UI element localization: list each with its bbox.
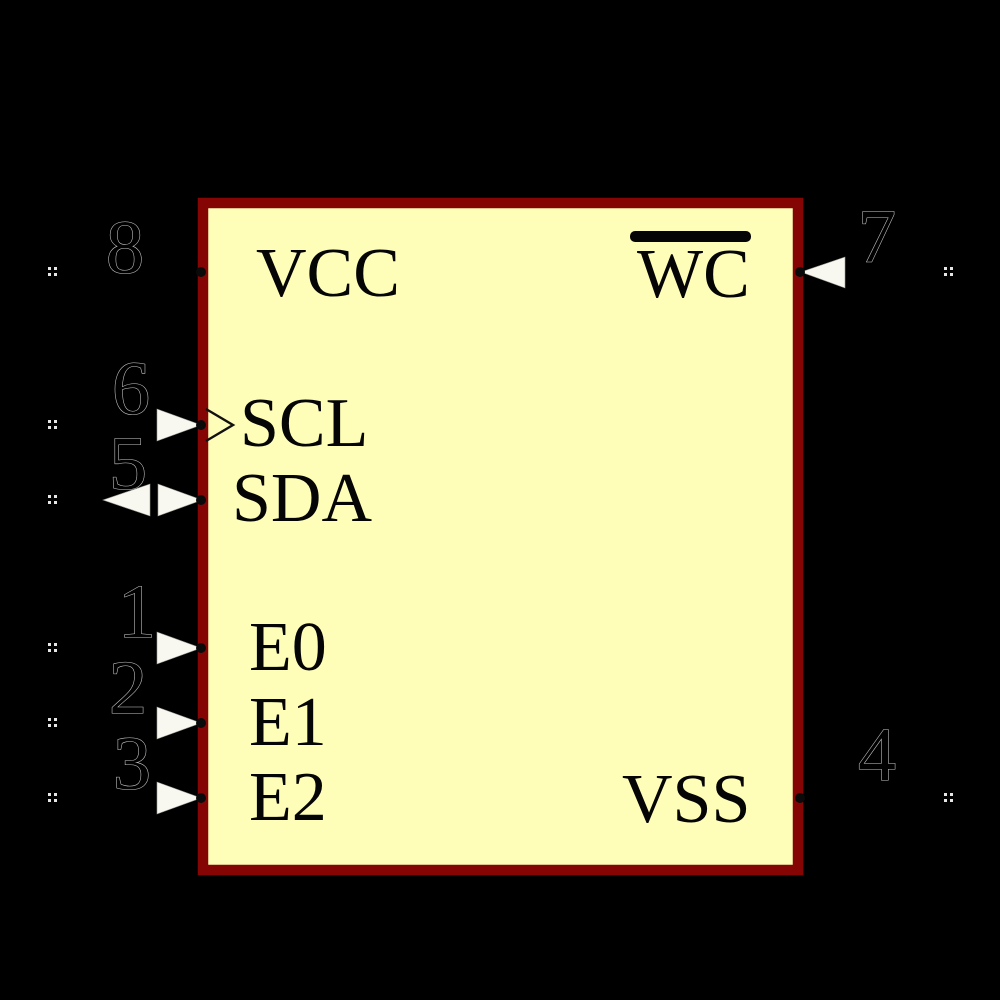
input-arrow-icon[interactable]	[156, 706, 202, 740]
pin-label-vss: VSS	[622, 761, 750, 838]
pin-end-marker-icon	[48, 793, 57, 802]
pin-connection-dot[interactable]	[196, 718, 206, 728]
pin-2-e1: 2 E1	[48, 645, 327, 761]
bidirectional-arrow-left-icon[interactable]	[102, 483, 151, 517]
pin-number-6: 6	[112, 347, 150, 431]
bidirectional-arrow-right-icon[interactable]	[157, 483, 203, 517]
input-arrow-icon[interactable]	[156, 781, 202, 815]
input-arrow-icon[interactable]	[156, 408, 202, 442]
pin-connection-dot[interactable]	[196, 793, 206, 803]
pin-connection-dot[interactable]	[196, 643, 206, 653]
pin-number-1: 1	[118, 570, 156, 654]
pin-number-7: 7	[858, 195, 896, 279]
pin-4-vss: 4 VSS	[622, 712, 953, 838]
pin-3-e2: 3 E2	[48, 721, 327, 836]
pin-label-e0: E0	[249, 609, 327, 686]
pin-label-e2: E2	[249, 759, 327, 836]
pin-end-marker-icon	[48, 718, 57, 727]
ic-body[interactable]	[197, 197, 804, 876]
pin-label-e1: E1	[249, 684, 327, 761]
pin-number-2: 2	[109, 646, 147, 730]
input-arrow-icon[interactable]	[800, 256, 846, 289]
pin-5-sda: 5 SDA	[48, 421, 372, 537]
pin-6-scl: 6 SCL	[48, 346, 368, 462]
pin-connection-dot[interactable]	[196, 420, 206, 430]
pin-connection-dot[interactable]	[196, 267, 206, 277]
pin-end-marker-icon	[944, 267, 953, 276]
pin-label-scl: SCL	[240, 385, 368, 462]
pin-end-marker-icon	[48, 420, 57, 429]
clock-chevron-icon	[205, 407, 236, 443]
pin-number-4: 4	[858, 713, 896, 797]
input-arrow-icon[interactable]	[156, 631, 202, 665]
pin-8-vcc: 8 VCC	[48, 205, 400, 312]
pin-label-sda: SDA	[232, 460, 372, 537]
pin-connection-dot[interactable]	[795, 267, 805, 277]
pin-end-marker-icon	[48, 495, 57, 504]
pin-label-wc: WC	[637, 236, 750, 313]
pin-connection-dot[interactable]	[196, 495, 206, 505]
pin-number-8: 8	[106, 206, 144, 290]
pin-1-e0: 1 E0	[48, 569, 327, 686]
overline-bar-icon	[630, 231, 751, 242]
pin-label-vcc: VCC	[256, 235, 400, 312]
pin-end-marker-icon	[944, 793, 953, 802]
pin-end-marker-icon	[48, 643, 57, 652]
pin-connection-dot[interactable]	[795, 793, 805, 803]
pin-number-3: 3	[113, 722, 151, 806]
pin-end-marker-icon	[48, 267, 57, 276]
pin-7-wc: 7 WC	[630, 194, 953, 313]
